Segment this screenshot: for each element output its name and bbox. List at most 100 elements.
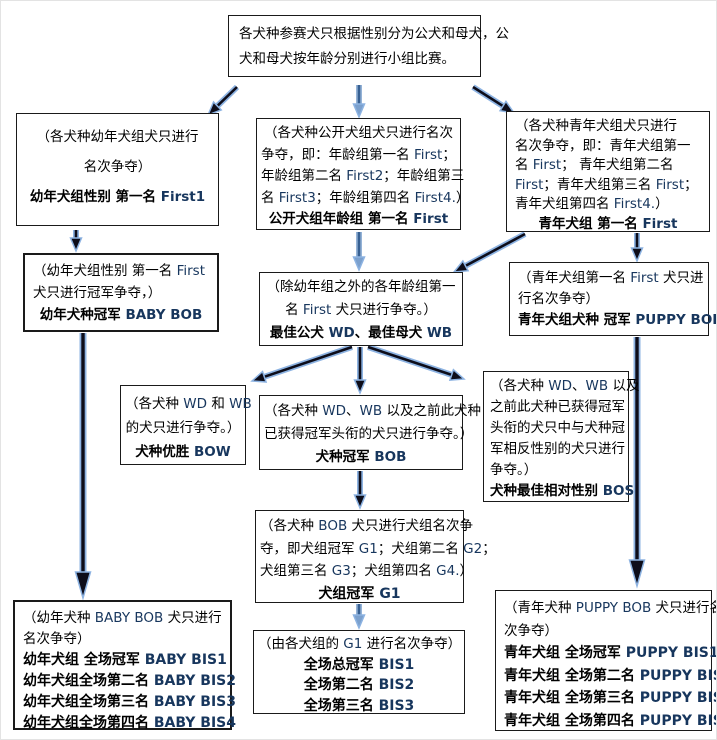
text-line: 犬组第三名 G3；犬组第四名 G4.）	[260, 560, 473, 583]
label-text: 、	[346, 403, 360, 419]
text-line: 犬组冠军 G1	[260, 583, 459, 606]
label-text: （青年犬种	[504, 600, 576, 616]
label-text: 犬组冠军	[318, 585, 380, 602]
text-line: （各犬种青年犬组犬只进行	[515, 117, 701, 137]
label-text: （由各犬组的	[258, 636, 344, 652]
text-line: （幼年犬组性别 第一名 First	[33, 260, 209, 282]
label-text: ；年龄组第四名	[315, 189, 415, 206]
label-text: 行名次争夺）	[518, 291, 599, 307]
award-code: First	[176, 263, 206, 279]
arrow-bob-to-g1	[353, 471, 367, 510]
label-text: 最佳公犬	[269, 325, 329, 341]
label-text: 头衔的犬只中与犬种冠	[490, 420, 625, 436]
text-line: 争夺。）	[490, 460, 622, 481]
award-code: WB	[426, 325, 453, 341]
label-text: 名	[285, 302, 303, 318]
text-line: 全场第二名 BIS2	[258, 675, 460, 696]
label-text: 犬只进	[658, 270, 704, 286]
award-code: WB	[585, 378, 609, 394]
award-code: BABY BIS1	[144, 652, 227, 668]
text-line: （各犬种 BOB 犬只进行犬组名次争	[260, 515, 473, 538]
node-baby-breed-champion: （幼年犬组性别 第一名 First 犬只进行冠军争夺，） 幼年犬种冠军 BABY B…	[23, 253, 219, 332]
label-text: 犬只进行名	[651, 600, 717, 616]
award-code: G1	[358, 540, 378, 557]
text-line: 军相反性别的犬只进行	[490, 439, 625, 460]
award-code: BABY BIS2	[153, 673, 237, 689]
text-line: 全场总冠军 BIS1	[258, 655, 460, 676]
node-puppy-breed-champion: （青年犬组第一名 First 犬只进行名次争夺） 青年犬组犬种 冠军 PUPPY …	[509, 262, 716, 336]
node-best-opposite-sex: （各犬种 WD、WB 以及之前此犬种已获得冠军头衔的犬只中与犬种冠军相反性别的犬…	[483, 371, 639, 502]
text-line: 名次争夺）	[23, 629, 222, 650]
label-text: 夺，即犬组冠军	[260, 540, 359, 557]
label-text: 幼年犬组 全场冠军	[23, 652, 145, 668]
label-text: ；犬组第二名	[377, 540, 464, 557]
award-code: First3	[278, 189, 316, 206]
award-code: First4.	[613, 196, 656, 212]
label-text: 名次争夺）	[23, 631, 91, 647]
text-line: 犬种冠军 BOB	[264, 446, 458, 469]
text-line: 幼年犬组全场第三名 BABY BIS3	[23, 692, 236, 713]
label-text: 犬只进行	[163, 610, 222, 626]
label-text: （青年犬组第一名	[518, 270, 631, 286]
arrow-wd_wb-to-bow	[250, 344, 353, 383]
label-text: 青年犬组第四名	[515, 196, 614, 212]
award-code: G3	[331, 563, 351, 579]
award-code: First	[630, 270, 659, 286]
text-line: 名次争夺，即：青年犬组第一	[515, 137, 701, 157]
award-code: First	[413, 146, 443, 163]
label-text: 幼年犬组全场第二名	[23, 673, 154, 689]
label-text: （各犬种	[264, 403, 323, 419]
label-text: 犬组第三名	[260, 563, 332, 579]
text-line: （各犬种 WD、WB 以及	[490, 376, 639, 397]
text-line: 全场第三名 BIS3	[258, 696, 460, 717]
label-text: 犬种优胜	[135, 444, 195, 460]
award-code: PUPPY BIS3	[639, 690, 716, 706]
text-line: 最佳公犬 WD、最佳母犬 WB	[264, 322, 458, 345]
text-line: 青年犬组第四名 First4.）	[515, 195, 701, 215]
node-puppy-group-first: （各犬种青年犬组犬只进行名次争夺，即：青年犬组第一名 First； 青年犬组第二…	[506, 111, 710, 232]
text-line: 行名次争夺）	[518, 289, 700, 310]
award-code: BOB	[318, 518, 348, 534]
text-line: 幼年犬组性别 第一名 First1	[23, 182, 212, 212]
label-text: ；	[482, 540, 496, 557]
award-code: BABY BIS4	[153, 715, 237, 731]
text-line: 青年犬组犬种 冠军 PUPPY BOB	[518, 310, 716, 331]
text-line: 青年犬组 全场第四名 PUPPY BIS4	[504, 710, 716, 733]
label-text: 和	[207, 396, 230, 412]
node-baby-group-first: （各犬种幼年犬组犬只进行名次争夺）幼年犬组性别 第一名 First1	[16, 113, 219, 226]
award-code: WD	[322, 403, 347, 419]
label-text: 名	[515, 157, 533, 173]
award-code: WB	[359, 403, 383, 419]
text-line: 青年犬组 全场第三名 PUPPY BIS3	[504, 687, 716, 710]
label-text: 幼年犬组全场第三名	[23, 694, 154, 710]
text-line: （各犬种公开犬组犬只进行名次	[261, 123, 456, 145]
arrow-top-to-open_first	[352, 85, 366, 119]
label-text: 幼年犬组性别 第一名	[29, 189, 161, 205]
text-line: （各犬种幼年犬组犬只进行	[23, 122, 212, 152]
text-line: 年龄组第二名 First2；年龄组第三	[261, 166, 464, 188]
label-text: 、	[354, 325, 369, 341]
label-text: 全场第二名	[303, 677, 379, 693]
label-text: 争夺，即：年龄组第一名	[261, 146, 414, 163]
label-text: 年龄组第二名	[261, 168, 347, 184]
award-code: BABY BOB	[94, 610, 164, 626]
label-text: （各犬种	[490, 378, 549, 394]
label-text: 犬只进行犬组名次争	[347, 518, 474, 534]
label-text: 进行名次争夺）	[362, 636, 462, 652]
label-text: 青年犬组 全场第四名	[504, 712, 640, 729]
text-line: 之前此犬种已获得冠军	[490, 397, 625, 418]
award-code: BOS	[602, 483, 635, 499]
label-text: 全场总冠军	[303, 656, 379, 673]
text-line: 幼年犬种冠军 BABY BOB	[33, 304, 209, 326]
label-text: 犬和母犬按年龄分别进行小组比赛。	[239, 51, 455, 67]
text-line: 幼年犬组全场第四名 BABY BIS4	[23, 713, 236, 734]
label-text: 青年犬组 第一名	[538, 215, 643, 232]
label-text: 犬只进行冠军争夺，）	[33, 285, 162, 301]
node-best-of-breed: （各犬种 WD、WB 以及之前此犬种已获得冠军头衔的犬只进行争夺。）犬种冠军 B…	[259, 395, 481, 470]
award-code: BOW	[194, 444, 231, 460]
award-code: First	[515, 176, 544, 193]
node-group-first: （各犬种 BOB 犬只进行犬组名次争夺，即犬组冠军 G1；犬组第二名 G2；犬组…	[255, 510, 496, 606]
label-text: 争夺。）	[490, 462, 538, 478]
